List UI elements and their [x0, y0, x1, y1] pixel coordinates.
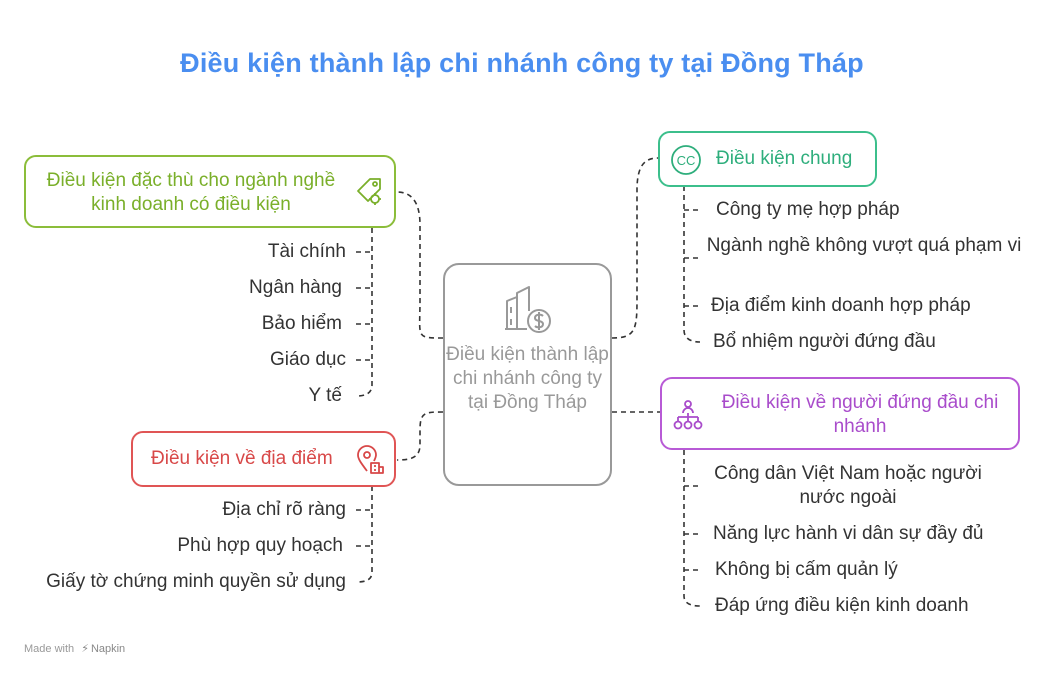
industry-item: Giáo dục: [269, 349, 346, 370]
general-item: Công ty mẹ hợp pháp: [716, 199, 900, 220]
general-item: Bổ nhiệm người đứng đầu: [713, 331, 936, 352]
napkin-logo-icon: ⚡: [81, 643, 89, 655]
made-with-label: Made with: [24, 643, 75, 655]
industry-item: Tài chính: [267, 241, 346, 262]
industry-item: Bảo hiểm: [261, 313, 342, 334]
industry-item: Ngân hàng: [249, 277, 342, 298]
location-item: Địa chỉ rõ ràng: [222, 499, 346, 520]
location-conditions-label: Điều kiện về địa điểm: [151, 448, 333, 469]
general-item: Ngành nghề không vượt quá phạm vi: [706, 235, 1022, 256]
head-conditions-label: Điều kiện về người đứng đầu chi nhánh: [721, 392, 999, 437]
general-conditions-box: CC Điều kiện chung: [658, 131, 877, 187]
made-with-footer: Made with ⚡Napkin: [24, 642, 125, 655]
industry-conditions-label: Điều kiện đặc thù cho ngành nghề kinh do…: [46, 170, 336, 215]
head-item: Năng lực hành vi dân sự đầy đủ: [713, 523, 984, 544]
cc-circle-icon: CC: [671, 145, 701, 175]
industry-conditions-box: Điều kiện đặc thù cho ngành nghề kinh do…: [24, 155, 396, 228]
head-item: Không bị cấm quản lý: [715, 559, 898, 580]
diagram-title: Điều kiện thành lập chi nhánh công ty tạ…: [180, 48, 864, 78]
head-item: Đáp ứng điều kiện kinh doanh: [715, 595, 969, 616]
svg-text:CC: CC: [677, 153, 696, 168]
location-item: Giấy tờ chứng minh quyền sử dụng: [46, 571, 346, 592]
napkin-brand: Napkin: [90, 643, 126, 655]
hierarchy-icon: [673, 400, 703, 430]
general-conditions-label: Điều kiện chung: [716, 148, 853, 169]
location-conditions-box: Điều kiện về địa điểm: [131, 431, 396, 487]
industry-item: Y tế: [308, 385, 342, 406]
center-label: Điều kiện thành lập chi nhánh công ty tạ…: [446, 344, 609, 413]
head-conditions-box: Điều kiện về người đứng đầu chi nhánh: [660, 377, 1020, 450]
head-item: Công dân Việt Nam hoặc người nước ngoài: [714, 463, 982, 508]
location-building-icon: [357, 445, 384, 474]
tag-gear-icon: [357, 178, 381, 205]
center-node: Điều kiện thành lập chi nhánh công ty tạ…: [443, 263, 612, 486]
location-item: Phù hợp quy hoạch: [177, 535, 343, 556]
building-money-icon: [505, 286, 551, 333]
general-item: Địa điểm kinh doanh hợp pháp: [711, 295, 971, 316]
